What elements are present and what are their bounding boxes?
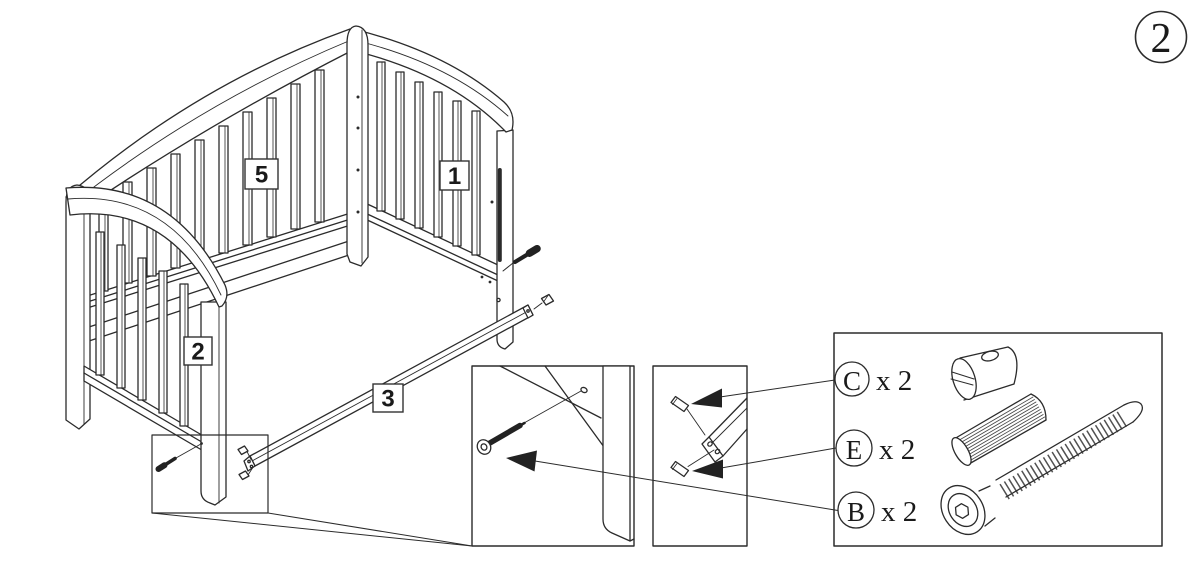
right-post-slot: [497, 168, 502, 262]
hardware-legend: [833, 332, 1163, 547]
pointer-arrow-c: [691, 388, 722, 408]
corner-post: [346, 25, 369, 267]
label-side-panel: 2: [183, 336, 213, 366]
headboard-panel: [356, 29, 514, 350]
legend-leader-lines: [506, 379, 839, 511]
step-badge-circle: [1134, 10, 1188, 64]
legend-qty-b: x 2: [881, 496, 917, 528]
detail-rail-end-dowels: [670, 395, 748, 478]
leg-callout-box: [151, 434, 269, 514]
label-headboard: 1: [439, 160, 470, 191]
legend-texts: C x 2 E x 2 B x 2: [843, 365, 917, 528]
label-5-text: 5: [255, 162, 268, 189]
legend-circle-b: [837, 491, 875, 529]
label-support-rail: 3: [372, 383, 404, 413]
back-panel: [65, 28, 358, 310]
legend-circle-c: [834, 361, 870, 397]
wood-dowel-icon: [951, 393, 1047, 466]
detail-leg-and-bolt: [476, 365, 635, 542]
legend-qty-e: x 2: [879, 434, 915, 466]
part-labels: 5 1 2 3: [183, 158, 470, 413]
label-back-panel: 5: [244, 158, 279, 190]
legend-qty-c: x 2: [876, 365, 912, 397]
detail-box-dowels: [652, 365, 748, 547]
barrel-nut-icon: [950, 346, 1018, 401]
legend-letter-b: B: [847, 497, 865, 527]
back-panel-top-rail: [65, 28, 354, 217]
label-2-text: 2: [191, 339, 204, 366]
headboard-top-rail: [356, 29, 514, 133]
step-number: 2: [1151, 16, 1172, 62]
rear-left-post: [65, 184, 91, 430]
leg-callout-hardware: [155, 442, 253, 481]
label-1-text: 1: [448, 163, 461, 190]
pointer-arrow-b: [506, 450, 537, 472]
legend-box: [833, 332, 1163, 547]
magnifier-lines: [151, 512, 473, 547]
step-badge: 2: [1134, 10, 1188, 64]
hex-bolt-icon: [940, 401, 1144, 536]
exploded-bolt-right: [502, 244, 541, 272]
pointer-arrow-e: [692, 459, 723, 479]
exploded-dowel-right: [533, 293, 555, 310]
front-left-leg: [200, 301, 227, 506]
legend-letter-e: E: [846, 435, 863, 465]
label-3-text: 3: [381, 386, 394, 413]
legend-circle-e: [835, 429, 873, 467]
legend-letter-c: C: [843, 366, 861, 396]
side-panel-top-rail: [65, 186, 228, 308]
